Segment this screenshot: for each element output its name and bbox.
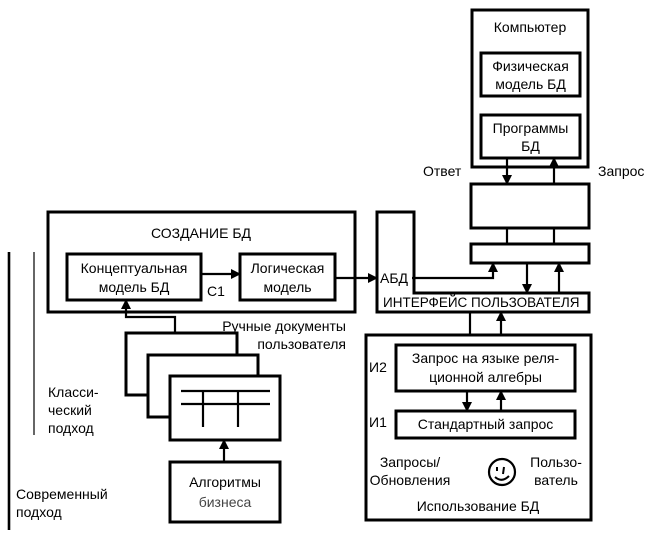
relational-query-box bbox=[394, 343, 577, 393]
programs-box bbox=[479, 113, 582, 160]
standard-query-label: Стандартный запрос bbox=[418, 416, 554, 432]
modern-line2: подход bbox=[16, 504, 62, 520]
physical-model-line2: модель БД bbox=[495, 76, 566, 92]
i1-label: И1 bbox=[369, 414, 387, 430]
logical-model-box bbox=[238, 252, 337, 302]
programs-line2: БД bbox=[521, 138, 540, 154]
classic-line3: подход bbox=[48, 420, 94, 436]
classic-line1: Класси- bbox=[48, 384, 99, 400]
creation-title: СОЗДАНИЕ БД bbox=[151, 225, 252, 241]
conceptual-line2: модель БД bbox=[99, 279, 170, 295]
programs-line1: Программы bbox=[493, 120, 569, 136]
user-line2: ватель bbox=[534, 472, 578, 488]
algorithms-line1: Алгоритмы bbox=[189, 474, 261, 490]
table-grid-icon bbox=[181, 389, 270, 427]
physical-model-box bbox=[479, 51, 582, 98]
usage-block: Запрос на языке реля- ционной алгебры И2… bbox=[364, 333, 593, 522]
documents-arrow bbox=[121, 299, 177, 333]
physical-model-line1: Физическая bbox=[492, 58, 569, 74]
c1-label: С1 bbox=[207, 283, 225, 299]
queries-line1: Запросы/ bbox=[380, 454, 440, 470]
standard-query-box bbox=[394, 409, 577, 440]
computer-title: Компьютер bbox=[494, 19, 567, 35]
i2-label: И2 bbox=[369, 359, 387, 375]
dbms-bar bbox=[469, 242, 591, 265]
computer-block: Компьютер Физическая модель БД Программы… bbox=[470, 8, 590, 169]
documents-caption-line1: Ручные документы bbox=[222, 318, 346, 334]
logical-line2: модель bbox=[263, 279, 311, 295]
usage-title: Использование БД bbox=[417, 498, 540, 514]
document-sheet-3 bbox=[168, 374, 282, 442]
creation-block: СОЗДАНИЕ БД Концептуальная модель БД Лог… bbox=[46, 210, 357, 314]
conceptual-line1: Концептуальная bbox=[81, 260, 188, 276]
modern-line1: Современный bbox=[16, 486, 108, 502]
conceptual-model-box bbox=[65, 252, 203, 302]
user-interface-box bbox=[375, 210, 591, 314]
logical-line1: Логическая bbox=[251, 260, 325, 276]
interface-title: ИНТЕРФЕЙС ПОЛЬЗОВАТЕЛЯ bbox=[383, 295, 580, 310]
queries-line2: Обновления bbox=[370, 472, 451, 488]
dbms-box bbox=[469, 182, 591, 230]
smiley-face-icon bbox=[487, 457, 517, 487]
user-line1: Пользо- bbox=[530, 454, 582, 470]
relational-line1: Запрос на языке реля- bbox=[412, 350, 560, 366]
abd-arrow bbox=[412, 262, 498, 280]
request-label: Запрос bbox=[598, 163, 644, 179]
algorithms-box bbox=[168, 460, 282, 524]
answer-label: Ответ bbox=[423, 163, 462, 179]
classic-line2: ческий bbox=[48, 402, 92, 418]
relational-line2: ционной алгебры bbox=[429, 369, 542, 385]
abd-label: АБД bbox=[380, 270, 409, 286]
algorithms-line2: бизнеса bbox=[199, 494, 252, 510]
documents-caption-line2: пользователя bbox=[257, 336, 346, 352]
